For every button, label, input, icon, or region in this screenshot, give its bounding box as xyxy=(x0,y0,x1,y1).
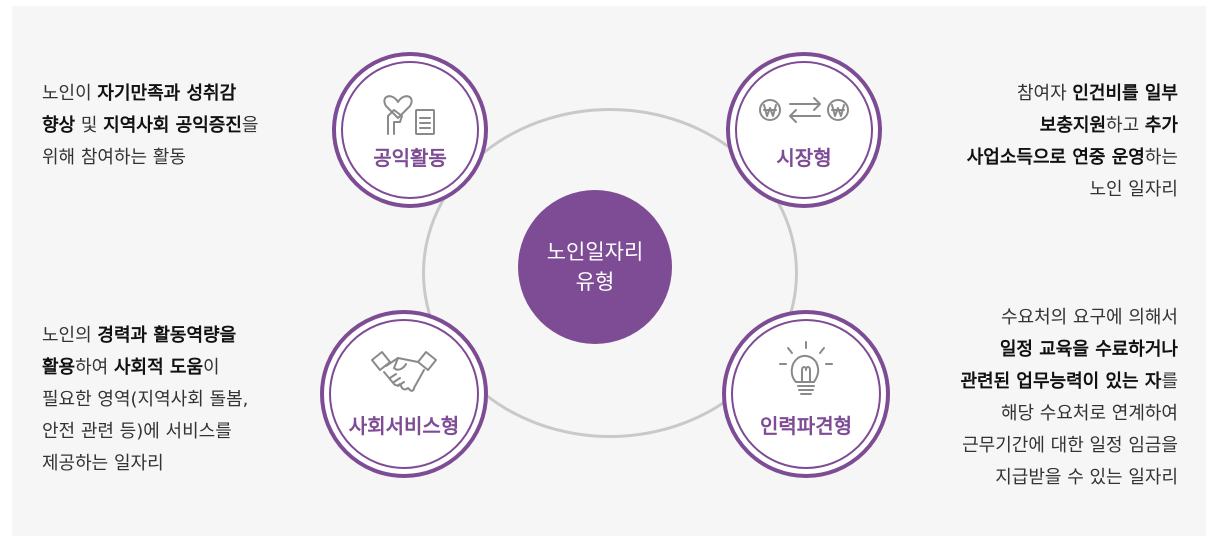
connecting-ring xyxy=(422,108,798,438)
desc-line: 향상 및 지역사회 공익증진을 xyxy=(42,115,259,136)
desc-market: 참여자 인건비를 일부 보충지원하고 추가 사업소득으로 연중 운영하는 노인 … xyxy=(967,78,1178,206)
desc-line: 노인 일자리 xyxy=(1089,179,1178,200)
won-exchange-icon xyxy=(756,86,852,134)
desc-line: 위해 참여하는 활동 xyxy=(42,147,186,168)
desc-line: 근무기간에 대한 일정 임금을 xyxy=(962,435,1178,456)
desc-line: 지급받을 수 있는 일자리 xyxy=(995,467,1178,488)
node-inner-ring xyxy=(329,319,479,469)
node-label-dispatch: 인력파견형 xyxy=(760,414,852,438)
desc-line: 수요처의 요구에 의해서 xyxy=(1000,307,1178,328)
node-inner-ring xyxy=(735,61,873,199)
node-social-service: 사회서비스형 xyxy=(320,310,488,478)
desc-line: 해당 수요처로 연계하여 xyxy=(1000,403,1178,424)
node-label-public: 공익활동 xyxy=(373,146,447,170)
desc-line: 활용하여 사회적 도움이 xyxy=(42,357,220,378)
heart-hand-document-icon xyxy=(378,86,442,142)
node-public-activity: 공익활동 xyxy=(332,52,488,208)
desc-line: 보충지원하고 추가 xyxy=(1039,115,1178,136)
node-inner-ring xyxy=(341,61,479,199)
desc-public-activity: 노인이 자기만족과 성취감 향상 및 지역사회 공익증진을 위해 참여하는 활동 xyxy=(42,78,258,174)
desc-line: 필요한 영역(지역사회 돌봄, xyxy=(42,389,249,410)
node-label-market: 시장형 xyxy=(776,146,832,170)
desc-line: 안전 관련 등)에 서비스를 xyxy=(42,421,232,442)
node-market: 시장형 xyxy=(726,52,882,208)
desc-line: 노인의 경력과 활동역량을 xyxy=(42,325,237,346)
lightbulb-icon xyxy=(776,340,836,406)
center-title-line2: 유형 xyxy=(575,270,615,294)
node-label-social: 사회서비스형 xyxy=(348,414,460,438)
center-circle: 노인일자리 유형 xyxy=(518,190,672,344)
node-inner-ring xyxy=(731,319,881,469)
desc-staff-dispatch: 수요처의 요구에 의해서 일정 교육을 수료하거나 관련된 업무능력이 있는 자… xyxy=(960,302,1178,494)
desc-line: 일정 교육을 수료하거나 xyxy=(999,339,1178,360)
desc-line: 참여자 인건비를 일부 xyxy=(1016,83,1178,104)
desc-social-service: 노인의 경력과 활동역량을 활용하여 사회적 도움이 필요한 영역(지역사회 돌… xyxy=(42,320,248,480)
desc-line: 제공하는 일자리 xyxy=(42,453,164,474)
desc-line: 노인이 자기만족과 성취감 xyxy=(42,83,237,104)
desc-line: 사업소득으로 연중 운영하는 xyxy=(966,147,1178,168)
handshake-icon xyxy=(368,348,440,402)
desc-line: 관련된 업무능력이 있는 자를 xyxy=(960,371,1178,392)
node-staff-dispatch: 인력파견형 xyxy=(722,310,890,478)
center-title-line1: 노인일자리 xyxy=(546,240,644,264)
